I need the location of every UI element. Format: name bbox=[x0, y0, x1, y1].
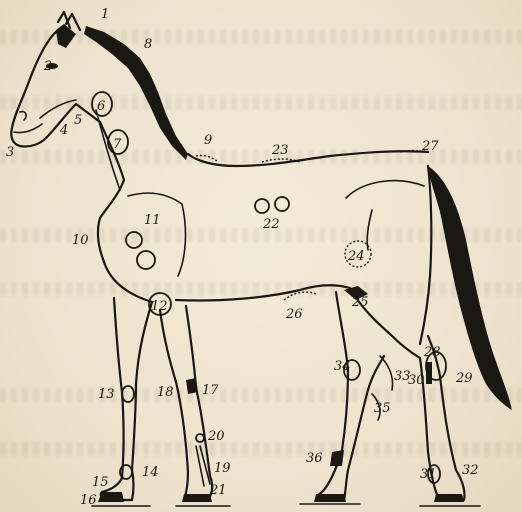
marker-11-a bbox=[126, 232, 142, 248]
nostril bbox=[20, 112, 26, 120]
label-28: 28 bbox=[423, 345, 441, 360]
hoof-21 bbox=[182, 494, 212, 502]
shoulder-line bbox=[128, 193, 185, 276]
label-18: 18 bbox=[157, 385, 174, 400]
label-22: 22 bbox=[262, 217, 280, 232]
chest-outline bbox=[104, 262, 152, 302]
label-17: 17 bbox=[202, 383, 219, 398]
marker-36 bbox=[330, 450, 344, 466]
marker-30 bbox=[426, 362, 432, 384]
label-13: 13 bbox=[98, 387, 115, 402]
back-outline bbox=[188, 151, 428, 166]
label-11: 11 bbox=[144, 213, 161, 228]
marker-22-a bbox=[255, 199, 269, 213]
label-34: 34 bbox=[334, 359, 351, 374]
flank-line bbox=[367, 210, 372, 250]
label-7: 7 bbox=[113, 137, 122, 152]
label-27: 27 bbox=[421, 139, 439, 154]
label-8: 8 bbox=[144, 37, 152, 52]
label-10: 10 bbox=[72, 233, 89, 248]
label-33: 33 bbox=[394, 369, 411, 384]
ground-shadow bbox=[92, 504, 480, 506]
label-9: 9 bbox=[204, 133, 212, 148]
label-35: 35 bbox=[374, 401, 391, 416]
marker-11-b bbox=[137, 251, 155, 269]
hoof-32 bbox=[434, 494, 464, 502]
marker-17 bbox=[186, 378, 198, 394]
label-20: 20 bbox=[207, 429, 225, 444]
label-29: 29 bbox=[455, 371, 473, 386]
marker-22-b bbox=[275, 197, 289, 211]
belly-outline bbox=[176, 285, 350, 300]
label-36: 36 bbox=[306, 451, 323, 466]
mouth-line bbox=[14, 124, 42, 133]
label-16: 16 bbox=[80, 493, 97, 508]
label-23: 23 bbox=[271, 143, 289, 158]
label-4: 4 bbox=[59, 123, 68, 138]
forelock bbox=[56, 24, 76, 48]
label-12: 12 bbox=[151, 299, 168, 314]
head-outline bbox=[11, 30, 100, 147]
foreleg-far bbox=[160, 306, 212, 500]
label-21: 21 bbox=[209, 483, 227, 498]
label-32: 32 bbox=[462, 463, 479, 478]
marker-20 bbox=[196, 434, 204, 442]
hoof-36 bbox=[314, 494, 346, 502]
label-26: 26 bbox=[285, 307, 303, 322]
label-25: 25 bbox=[351, 295, 369, 310]
label-24: 24 bbox=[347, 249, 365, 264]
label-19: 19 bbox=[214, 461, 231, 476]
hoof-16 bbox=[98, 492, 124, 502]
label-2: 2 bbox=[43, 59, 52, 74]
marker-13 bbox=[122, 386, 134, 402]
label-5: 5 bbox=[74, 113, 82, 128]
label-6: 6 bbox=[97, 99, 105, 114]
hindquarter-outline bbox=[420, 166, 431, 344]
label-15: 15 bbox=[92, 475, 109, 490]
label-3: 3 bbox=[6, 145, 14, 160]
rump-line bbox=[346, 181, 424, 198]
label-31: 31 bbox=[420, 467, 437, 482]
label-1: 1 bbox=[101, 7, 109, 22]
label-14: 14 bbox=[142, 465, 159, 480]
